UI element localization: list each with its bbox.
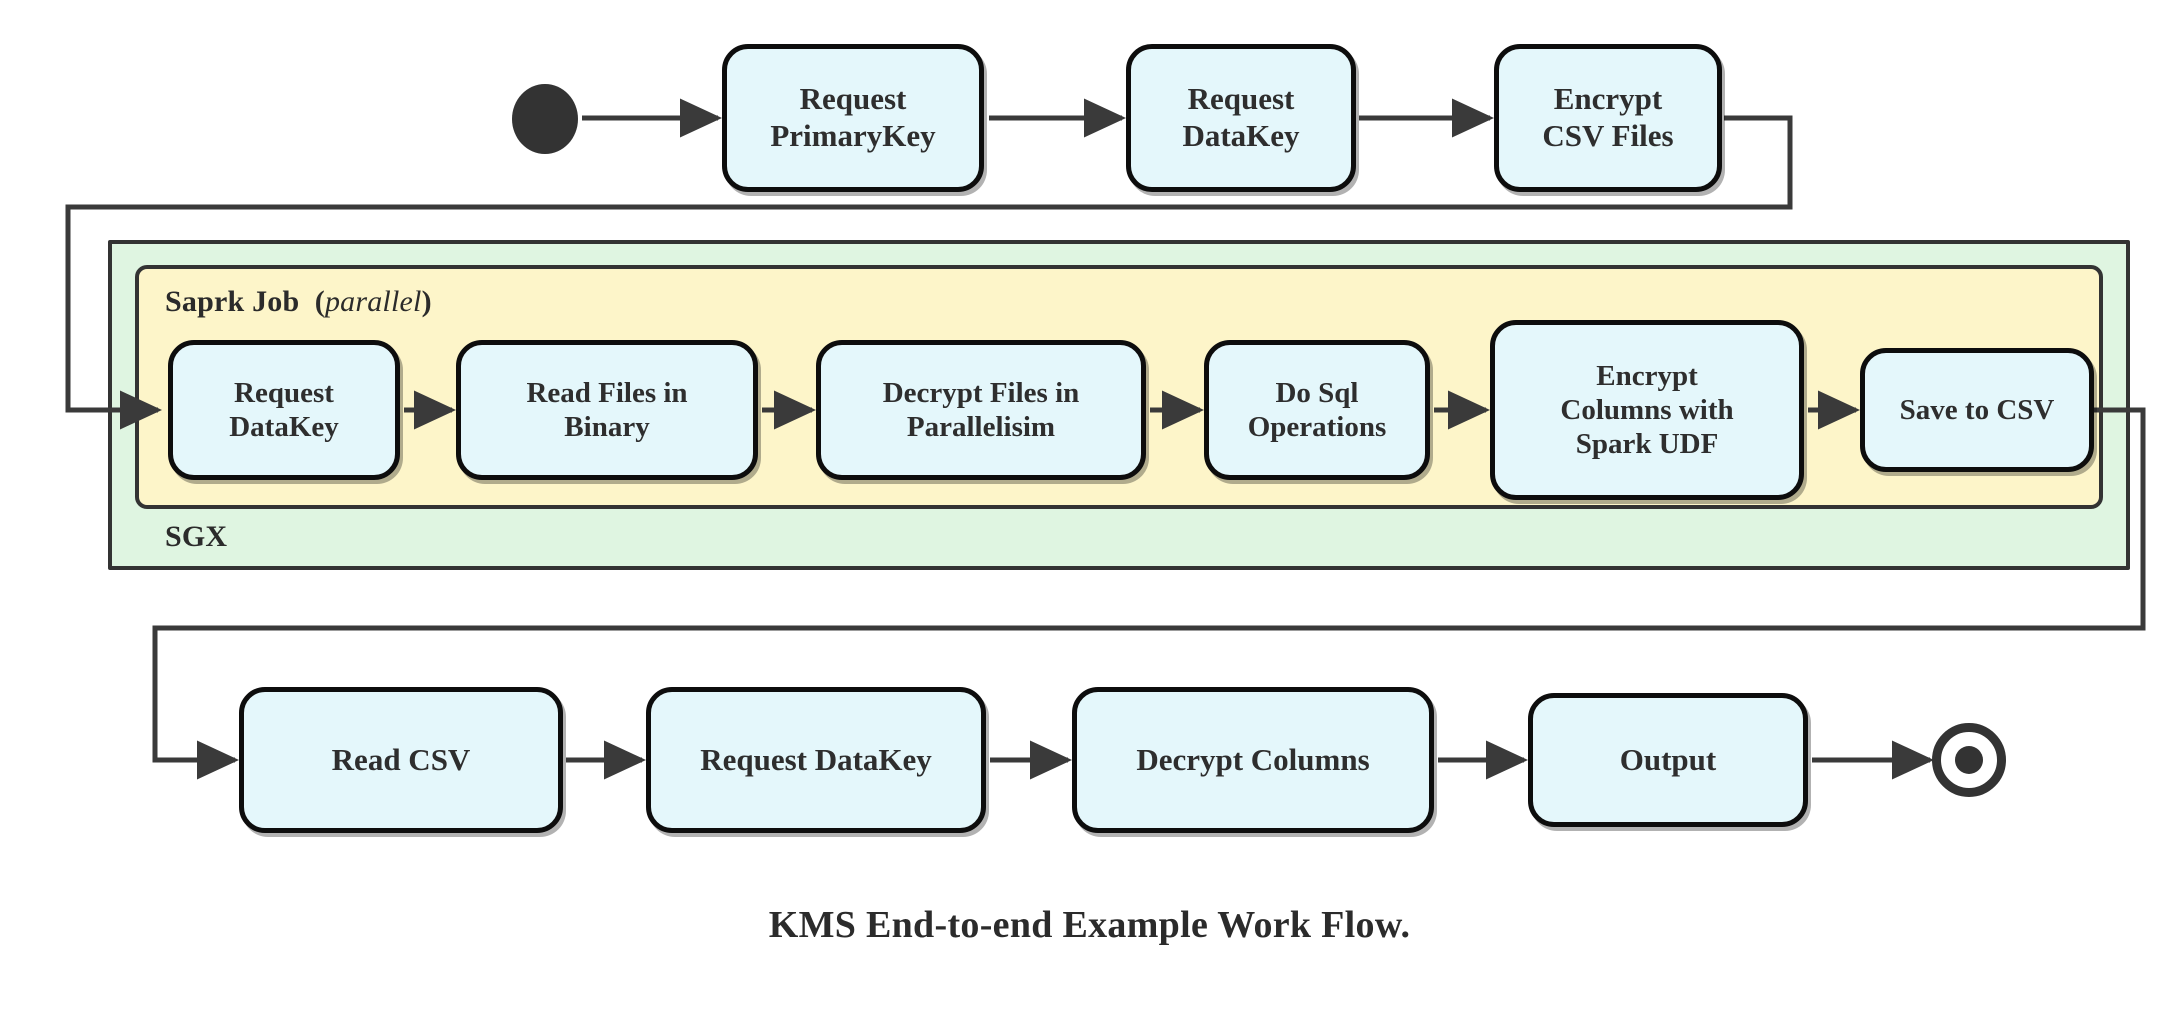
node-save-to-csv[interactable]: Save to CSV bbox=[1860, 348, 2094, 472]
node-line: Request bbox=[799, 81, 907, 117]
node-encrypt-columns-with-spark-udf[interactable]: Encrypt Columns with Spark UDF bbox=[1490, 320, 1804, 500]
node-line: Request bbox=[1187, 81, 1295, 117]
node-line: Read CSV bbox=[331, 741, 471, 777]
node-line: Save to CSV bbox=[1899, 393, 2055, 426]
node-encrypt-csv-files-label: Encrypt CSV Files bbox=[1507, 81, 1709, 154]
node-encrypt-csv-files[interactable]: Encrypt CSV Files bbox=[1494, 44, 1722, 192]
spark-job-label-modifier: parallel bbox=[324, 285, 422, 318]
spark-job-label-text: Saprk Job bbox=[165, 285, 300, 318]
node-read-csv-label: Read CSV bbox=[252, 742, 550, 779]
node-line: Spark UDF bbox=[1575, 428, 1719, 461]
start-event-icon bbox=[512, 84, 578, 154]
node-decrypt-columns-label: Decrypt Columns bbox=[1085, 742, 1421, 779]
node-line: DataKey bbox=[229, 411, 339, 443]
node-decrypt-files-in-parallelisim[interactable]: Decrypt Files in Parallelisim bbox=[816, 340, 1146, 480]
node-decrypt-columns[interactable]: Decrypt Columns bbox=[1072, 687, 1434, 833]
node-line: Encrypt bbox=[1596, 359, 1698, 392]
node-request-datakey-bottom-label: Request DataKey bbox=[659, 742, 973, 779]
node-request-datakey-bottom[interactable]: Request DataKey bbox=[646, 687, 986, 833]
node-line: Request bbox=[234, 376, 334, 409]
node-line: Request DataKey bbox=[700, 741, 932, 777]
node-line: Columns with bbox=[1560, 393, 1734, 426]
node-encrypt-columns-with-spark-udf-label: Encrypt Columns with Spark UDF bbox=[1503, 359, 1791, 462]
spark-job-label-paren-open: ( bbox=[307, 285, 325, 318]
node-output-label: Output bbox=[1541, 742, 1795, 779]
node-request-datakey-top[interactable]: Request DataKey bbox=[1126, 44, 1356, 192]
spark-job-label: Saprk Job (parallel) bbox=[165, 285, 432, 319]
end-event-inner-dot bbox=[1955, 746, 1983, 774]
node-line: Encrypt bbox=[1553, 81, 1663, 117]
sgx-label: SGX bbox=[165, 520, 228, 553]
node-request-datakey-spark[interactable]: Request DataKey bbox=[168, 340, 400, 480]
node-line: Parallelisim bbox=[906, 411, 1056, 443]
node-line: Decrypt Columns bbox=[1136, 741, 1370, 777]
node-line: Output bbox=[1619, 741, 1717, 777]
node-request-primarykey-label: Request PrimaryKey bbox=[735, 81, 971, 154]
node-line: Do Sql bbox=[1275, 376, 1359, 409]
node-request-primarykey[interactable]: Request PrimaryKey bbox=[722, 44, 984, 192]
node-read-csv[interactable]: Read CSV bbox=[239, 687, 563, 833]
end-event-icon bbox=[1932, 723, 2006, 797]
node-request-datakey-spark-label: Request DataKey bbox=[181, 376, 387, 444]
spark-job-label-paren-close: ) bbox=[421, 285, 432, 318]
diagram-caption: KMS End-to-end Example Work Flow. bbox=[768, 904, 1411, 946]
node-line: Operations bbox=[1247, 411, 1387, 443]
node-line: Decrypt Files in bbox=[882, 376, 1080, 409]
node-line: DataKey bbox=[1182, 118, 1300, 153]
node-do-sql-operations[interactable]: Do Sql Operations bbox=[1204, 340, 1430, 480]
node-request-datakey-top-label: Request DataKey bbox=[1139, 81, 1343, 154]
node-line: PrimaryKey bbox=[770, 118, 936, 153]
node-read-files-in-binary[interactable]: Read Files in Binary bbox=[456, 340, 758, 480]
node-read-files-in-binary-label: Read Files in Binary bbox=[469, 376, 745, 444]
node-line: CSV Files bbox=[1542, 118, 1674, 153]
node-save-to-csv-label: Save to CSV bbox=[1873, 393, 2081, 427]
node-line: Read Files in bbox=[526, 376, 688, 409]
node-line: Binary bbox=[564, 411, 650, 443]
node-output[interactable]: Output bbox=[1528, 693, 1808, 827]
node-decrypt-files-in-parallelisim-label: Decrypt Files in Parallelisim bbox=[829, 376, 1133, 444]
node-do-sql-operations-label: Do Sql Operations bbox=[1217, 376, 1417, 444]
